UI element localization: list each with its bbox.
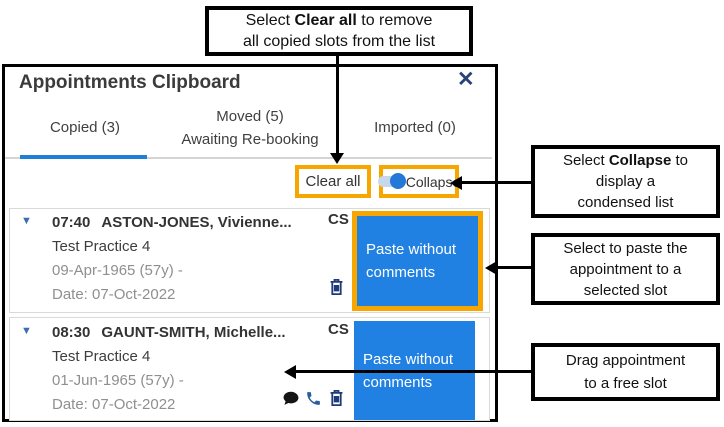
arrow-to-collapse-line bbox=[462, 181, 532, 184]
paste-button-highlight: Paste without comments bbox=[352, 211, 483, 311]
appointment-1-details: 07:40 ASTON-JONES, Vivienne... Test Prac… bbox=[52, 211, 337, 307]
appointment-2-time: 08:30 bbox=[52, 324, 91, 341]
panel-title: Appointments Clipboard bbox=[19, 72, 241, 93]
callout-clear-all-line2: all copied slots from the list bbox=[242, 33, 436, 50]
clear-all-button[interactable]: Clear all bbox=[295, 165, 371, 198]
appointment-2-practice: Test Practice 4 bbox=[52, 348, 151, 365]
callout-paste-line2: appointment to a bbox=[569, 260, 682, 278]
tab-copied[interactable]: Copied (3) bbox=[10, 101, 160, 154]
delete-icon[interactable] bbox=[327, 388, 346, 413]
appointment-2-patient: GAUNT-SMITH, Michelle... bbox=[101, 324, 286, 341]
callout-clear-all-line1: Select Clear all to remove bbox=[245, 12, 433, 29]
callout-collapse-line1: Select Collapse to bbox=[562, 152, 689, 169]
callout-paste-line1: Select to paste the bbox=[563, 239, 688, 257]
arrow-to-drag-head bbox=[284, 365, 296, 379]
active-tab-underline bbox=[20, 155, 147, 159]
callout-collapse-line2: display a bbox=[595, 173, 656, 190]
arrow-to-collapse-head bbox=[450, 176, 462, 190]
tab-moved-label-line1: Moved (5) bbox=[216, 107, 284, 125]
appointment-1-date: Date: 07-Oct-2022 bbox=[52, 286, 176, 303]
tab-copied-label: Copied (3) bbox=[49, 119, 121, 136]
tabs-divider bbox=[5, 157, 492, 159]
close-icon[interactable]: ✕ bbox=[457, 68, 475, 91]
collapse-control[interactable]: Collapse bbox=[377, 165, 461, 198]
callout-drag: Drag appointment to a free slot bbox=[531, 343, 720, 401]
appointment-1-time: 07:40 bbox=[52, 214, 91, 231]
expand-chevron-icon[interactable]: ▼ bbox=[21, 215, 32, 227]
tab-moved-label-line2: Awaiting Re-booking bbox=[181, 130, 319, 148]
collapse-toggle[interactable] bbox=[377, 173, 406, 189]
arrow-to-paste-head bbox=[485, 261, 497, 275]
appointment-2-details: 08:30 GAUNT-SMITH, Michelle... Test Prac… bbox=[52, 321, 337, 417]
callout-collapse: Select Collapse to display a condensed l… bbox=[531, 145, 720, 218]
appointment-2-birth: 01-Jun-1965 (57y) - bbox=[52, 372, 184, 389]
paste-without-comments-button[interactable]: Paste without comments bbox=[357, 216, 478, 306]
tab-imported-label: Imported (0) bbox=[374, 119, 456, 136]
tab-moved[interactable]: Moved (5) Awaiting Re-booking bbox=[162, 101, 338, 154]
callout-clear-all: Select Clear all to remove all copied sl… bbox=[205, 6, 473, 56]
callout-collapse-line3: condensed list bbox=[577, 194, 674, 211]
comment-icon[interactable] bbox=[282, 390, 300, 412]
callout-paste: Select to paste the appointment to a sel… bbox=[531, 233, 720, 305]
phone-icon[interactable] bbox=[305, 390, 322, 412]
collapse-label: Collapse bbox=[405, 173, 461, 190]
appointment-1-slot-type: CS bbox=[328, 211, 349, 228]
clear-all-label: Clear all bbox=[305, 173, 361, 190]
arrow-to-clear-all-head bbox=[330, 153, 344, 164]
expand-chevron-icon[interactable]: ▼ bbox=[21, 325, 32, 337]
arrow-to-clear-all-line bbox=[336, 56, 339, 154]
appointment-1-patient: ASTON-JONES, Vivienne... bbox=[101, 214, 292, 231]
appointment-2-header: 08:30 GAUNT-SMITH, Michelle... bbox=[52, 321, 337, 345]
callout-drag-line1: Drag appointment bbox=[565, 352, 686, 369]
callout-paste-line3: selected slot bbox=[583, 281, 668, 299]
appointment-2-icons bbox=[282, 388, 346, 413]
callout-drag-line2: to a free slot bbox=[584, 375, 667, 392]
delete-icon[interactable] bbox=[327, 277, 346, 302]
appointment-1-practice: Test Practice 4 bbox=[52, 238, 151, 255]
appointment-1-birth: 09-Apr-1965 (57y) - bbox=[52, 262, 183, 279]
tab-imported[interactable]: Imported (0) bbox=[340, 101, 490, 154]
collapse-toggle-knob bbox=[389, 173, 406, 189]
arrow-to-paste-line bbox=[497, 266, 532, 269]
arrow-to-drag-line bbox=[296, 370, 532, 373]
appointment-2-date: Date: 07-Oct-2022 bbox=[52, 396, 176, 413]
appointment-2-slot-type: CS bbox=[328, 321, 349, 338]
appointment-1-header: 07:40 ASTON-JONES, Vivienne... bbox=[52, 211, 337, 235]
